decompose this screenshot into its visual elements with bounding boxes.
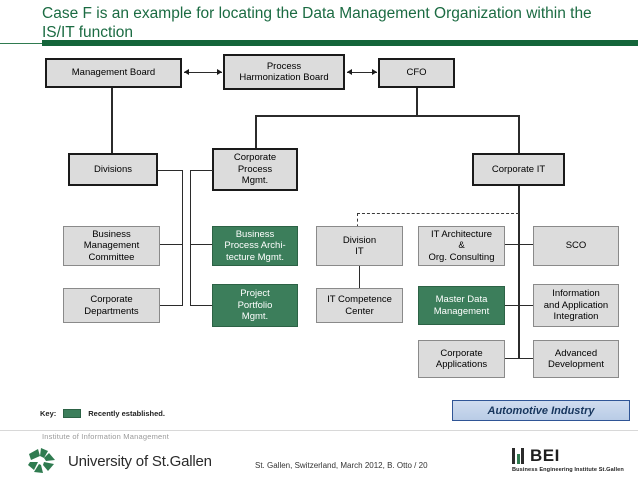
node-business-process-architecture-mgmt[interactable]: Business Process Archi- tecture Mgmt. — [212, 226, 298, 266]
connector-mb-phb — [184, 72, 222, 73]
arrow-left-phb — [347, 69, 352, 75]
university-logo: University of St.Gallen — [28, 448, 212, 474]
node-it-competence-center[interactable]: IT Competence Center — [316, 288, 403, 323]
arrow-left-mb — [184, 69, 189, 75]
node-project-portfolio-mgmt[interactable]: Project Portfolio Mgmt. — [212, 284, 298, 327]
spine-div-cd — [158, 305, 183, 306]
node-corporate-process-mgmt[interactable]: Corporate Process Mgmt. — [212, 148, 298, 191]
node-information-and-application-integration[interactable]: Information and Application Integration — [533, 284, 619, 327]
node-process-harmonization-board[interactable]: Process Harmonization Board — [223, 54, 345, 90]
node-advanced-development[interactable]: Advanced Development — [533, 340, 619, 378]
connector-cfo-bus — [255, 115, 520, 117]
title-rule-bold — [42, 40, 638, 46]
callout-label: Automotive Industry — [487, 404, 595, 417]
spine-cit-row3 — [505, 358, 537, 359]
node-master-data-management[interactable]: Master Data Management — [418, 286, 505, 325]
node-sco[interactable]: SCO — [533, 226, 619, 266]
university-name: University of St.Gallen — [68, 452, 212, 470]
node-divisions[interactable]: Divisions — [68, 153, 158, 186]
legend-label: Key: — [40, 409, 57, 418]
spine-div-bmc — [158, 244, 183, 245]
node-management-board[interactable]: Management Board — [45, 58, 182, 88]
node-corporate-it[interactable]: Corporate IT — [472, 153, 565, 186]
footer-divider — [0, 430, 638, 431]
spine-cpm-bpa — [190, 244, 213, 245]
spine-cit-row2 — [505, 305, 537, 306]
legend-text: Recently established. — [88, 409, 165, 418]
connector-divit-itcc — [359, 266, 360, 288]
connector-cfo-down — [416, 88, 418, 115]
connector-mb-divisions — [111, 88, 113, 153]
spine-cpm-vert — [190, 170, 191, 305]
arrow-right-phb — [217, 69, 222, 75]
institute-label: Institute of Information Management — [42, 432, 170, 441]
dashed-connector-horizontal — [357, 213, 519, 214]
dashed-connector-vertical — [357, 213, 358, 233]
slide-credit: St. Gallen, Switzerland, March 2012, B. … — [255, 461, 428, 470]
spine-div-vert — [182, 170, 183, 305]
legend: Key: Recently established. — [40, 409, 165, 418]
node-corporate-departments[interactable]: Corporate Departments — [63, 288, 160, 323]
org-chart: Management Board Process Harmonization B… — [0, 48, 638, 398]
bei-wordmark: BEI — [530, 446, 560, 465]
spine-cit-row1 — [505, 244, 537, 245]
bei-subtitle: Business Engineering Institute St.Gallen — [512, 467, 624, 473]
node-corporate-applications[interactable]: Corporate Applications — [418, 340, 505, 378]
spine-corporate-it — [518, 186, 520, 358]
bei-mark-icon — [512, 448, 524, 464]
connector-phb-cfo — [347, 72, 377, 73]
spine-cpm-stub — [190, 170, 213, 171]
bei-logo-row: BEI — [512, 446, 624, 466]
arrow-right-cfo — [372, 69, 377, 75]
node-division-it[interactable]: Division IT — [316, 226, 403, 266]
callout-automotive-industry: Automotive Industry — [452, 400, 630, 421]
node-cfo[interactable]: CFO — [378, 58, 455, 88]
node-business-management-committee[interactable]: Business Management Committee — [63, 226, 160, 266]
node-it-architecture-org-consulting[interactable]: IT Architecture & Org. Consulting — [418, 226, 505, 266]
spine-div-stub — [158, 170, 183, 171]
connector-to-corporate-it — [518, 115, 520, 153]
page-title: Case F is an example for locating the Da… — [42, 5, 592, 41]
spine-cpm-ppm — [190, 305, 213, 306]
connector-to-cpm — [255, 115, 257, 153]
legend-swatch-recently-established — [63, 409, 82, 418]
bei-logo: BEI Business Engineering Institute St.Ga… — [512, 446, 624, 473]
university-crest-icon — [28, 448, 55, 473]
